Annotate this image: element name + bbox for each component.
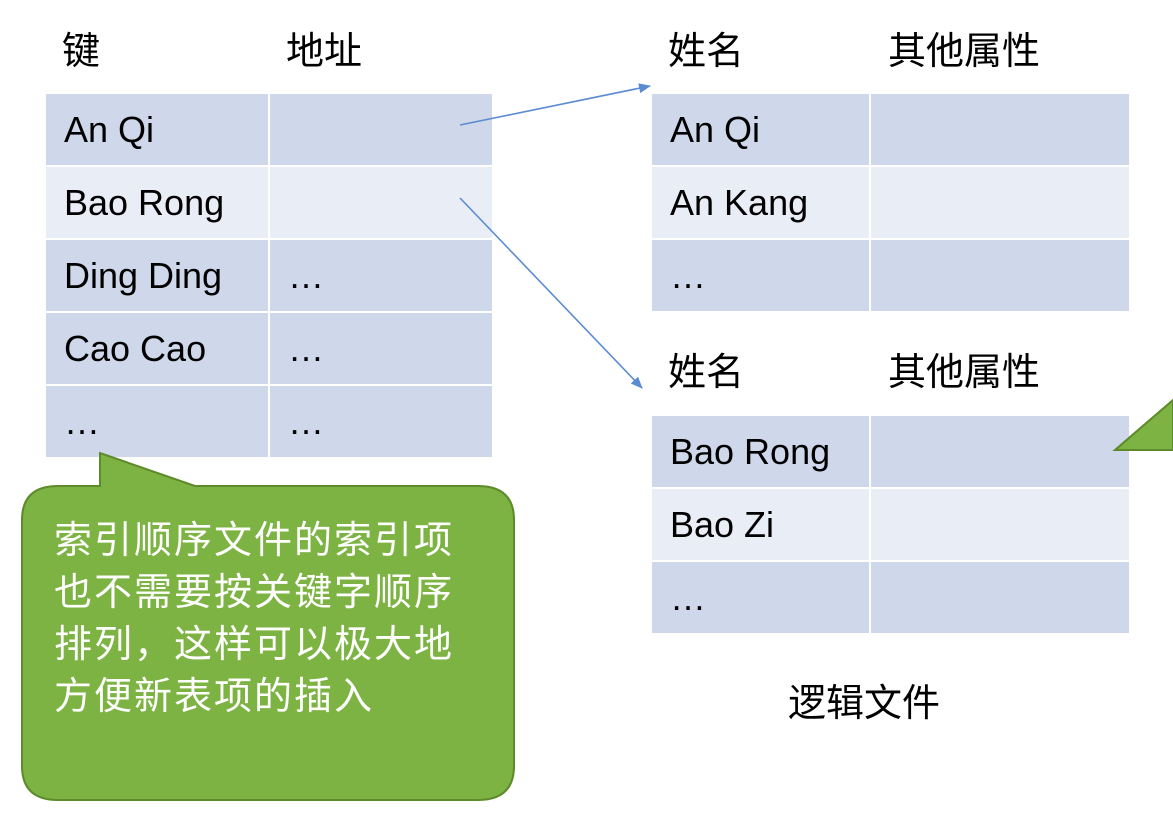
table-row: An Qi bbox=[44, 92, 494, 167]
group-b-name-cell: Bao Zi bbox=[650, 487, 871, 562]
table-row: Bao Rong bbox=[44, 165, 494, 240]
group-b-attr-cell bbox=[869, 487, 1131, 562]
index-key-cell: Cao Cao bbox=[44, 311, 270, 386]
group-b-attr-cell bbox=[869, 414, 1131, 489]
index-address-cell bbox=[268, 165, 494, 240]
group-a-name-cell: … bbox=[650, 238, 871, 313]
index-key-cell: … bbox=[44, 384, 270, 459]
index-key-header: 键 bbox=[62, 29, 101, 73]
group-a-attr-cell bbox=[869, 92, 1131, 167]
group-a-name-header: 姓名 bbox=[668, 29, 745, 73]
group-a-attr-cell bbox=[869, 238, 1131, 313]
table-row: Cao Cao … bbox=[44, 311, 494, 386]
index-address-cell: … bbox=[268, 384, 494, 459]
index-address-header: 地址 bbox=[286, 29, 363, 73]
table-row: … bbox=[650, 238, 1131, 313]
index-key-cell: Ding Ding bbox=[44, 238, 270, 313]
index-address-cell: … bbox=[268, 238, 494, 313]
group-a-table: An Qi An Kang … bbox=[650, 92, 1131, 313]
index-key-cell: An Qi bbox=[44, 92, 270, 167]
group-a-attr-header: 其他属性 bbox=[888, 29, 1041, 73]
arrow-to-group-b bbox=[459, 197, 643, 389]
callout-text: 索引顺序文件的索引项也不需要按关键字顺序排列，这样可以极大地方便新表项的插入 bbox=[54, 518, 455, 718]
partial-callout-right bbox=[1112, 398, 1173, 451]
table-row: An Qi bbox=[650, 92, 1131, 167]
arrow-to-group-a bbox=[459, 83, 651, 126]
table-row: Bao Zi bbox=[650, 487, 1131, 562]
table-row: … … bbox=[44, 384, 494, 459]
group-b-attr-header: 其他属性 bbox=[888, 350, 1041, 394]
table-row: Bao Rong bbox=[650, 414, 1131, 489]
table-row: … bbox=[650, 560, 1131, 635]
logical-file-caption: 逻辑文件 bbox=[788, 681, 941, 725]
group-a-name-cell: An Kang bbox=[650, 165, 871, 240]
index-key-cell: Bao Rong bbox=[44, 165, 270, 240]
index-table: An Qi Bao Rong Ding Ding … Cao Cao … … … bbox=[44, 92, 494, 459]
group-b-table: Bao Rong Bao Zi … bbox=[650, 414, 1131, 635]
group-b-attr-cell bbox=[869, 560, 1131, 635]
index-address-cell bbox=[268, 92, 494, 167]
group-b-name-cell: Bao Rong bbox=[650, 414, 871, 489]
group-a-name-cell: An Qi bbox=[650, 92, 871, 167]
table-row: Ding Ding … bbox=[44, 238, 494, 313]
table-row: An Kang bbox=[650, 165, 1131, 240]
index-address-cell: … bbox=[268, 311, 494, 386]
group-b-name-cell: … bbox=[650, 560, 871, 635]
group-b-name-header: 姓名 bbox=[668, 350, 745, 394]
group-a-attr-cell bbox=[869, 165, 1131, 240]
